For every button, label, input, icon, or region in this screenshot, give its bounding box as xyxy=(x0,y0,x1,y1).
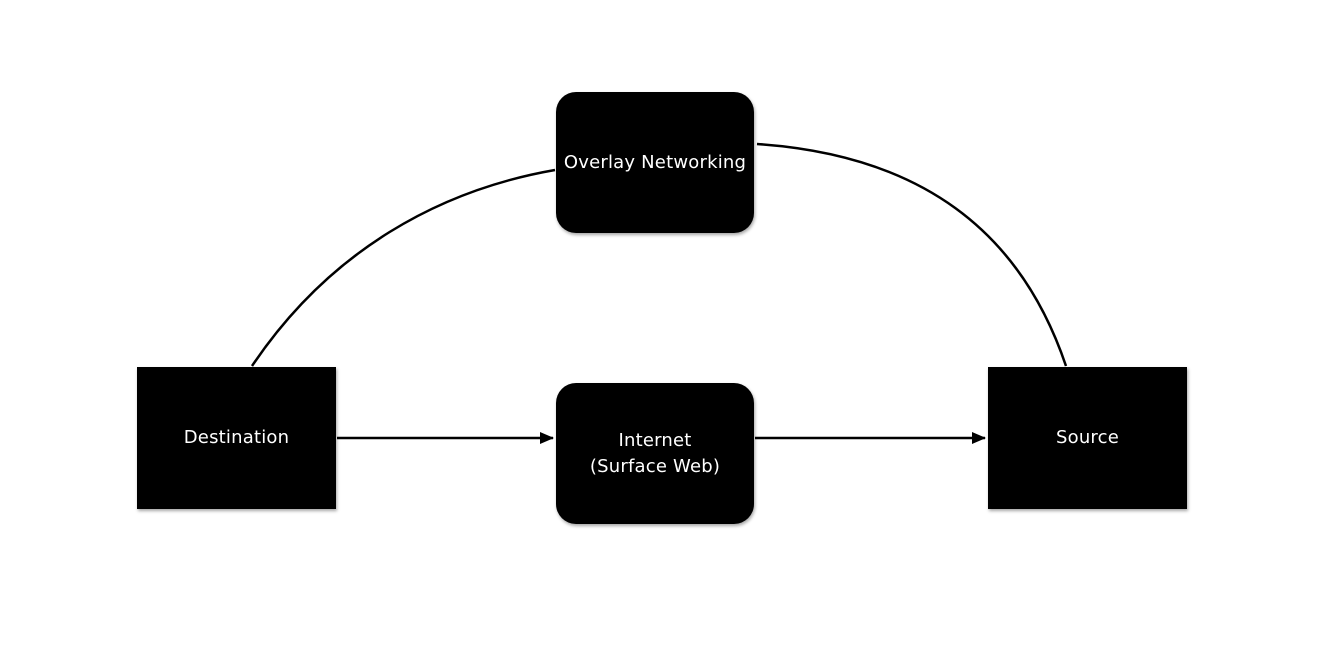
edge-overlay-to-source xyxy=(756,142,1068,367)
source-label: Source xyxy=(1055,427,1120,448)
destination-node: Destination xyxy=(137,367,336,509)
destination-label: Destination xyxy=(183,427,290,448)
edge-destination-to-overlay xyxy=(250,168,556,367)
overlay-networking-label: Overlay Networking xyxy=(563,151,747,173)
overlay-networking-node: Overlay Networking xyxy=(556,92,754,233)
source-node: Source xyxy=(988,367,1187,509)
internet-surface-web-label: Internet (Surface Web) xyxy=(589,429,721,477)
internet-surface-web-node: Internet (Surface Web) xyxy=(556,383,754,524)
